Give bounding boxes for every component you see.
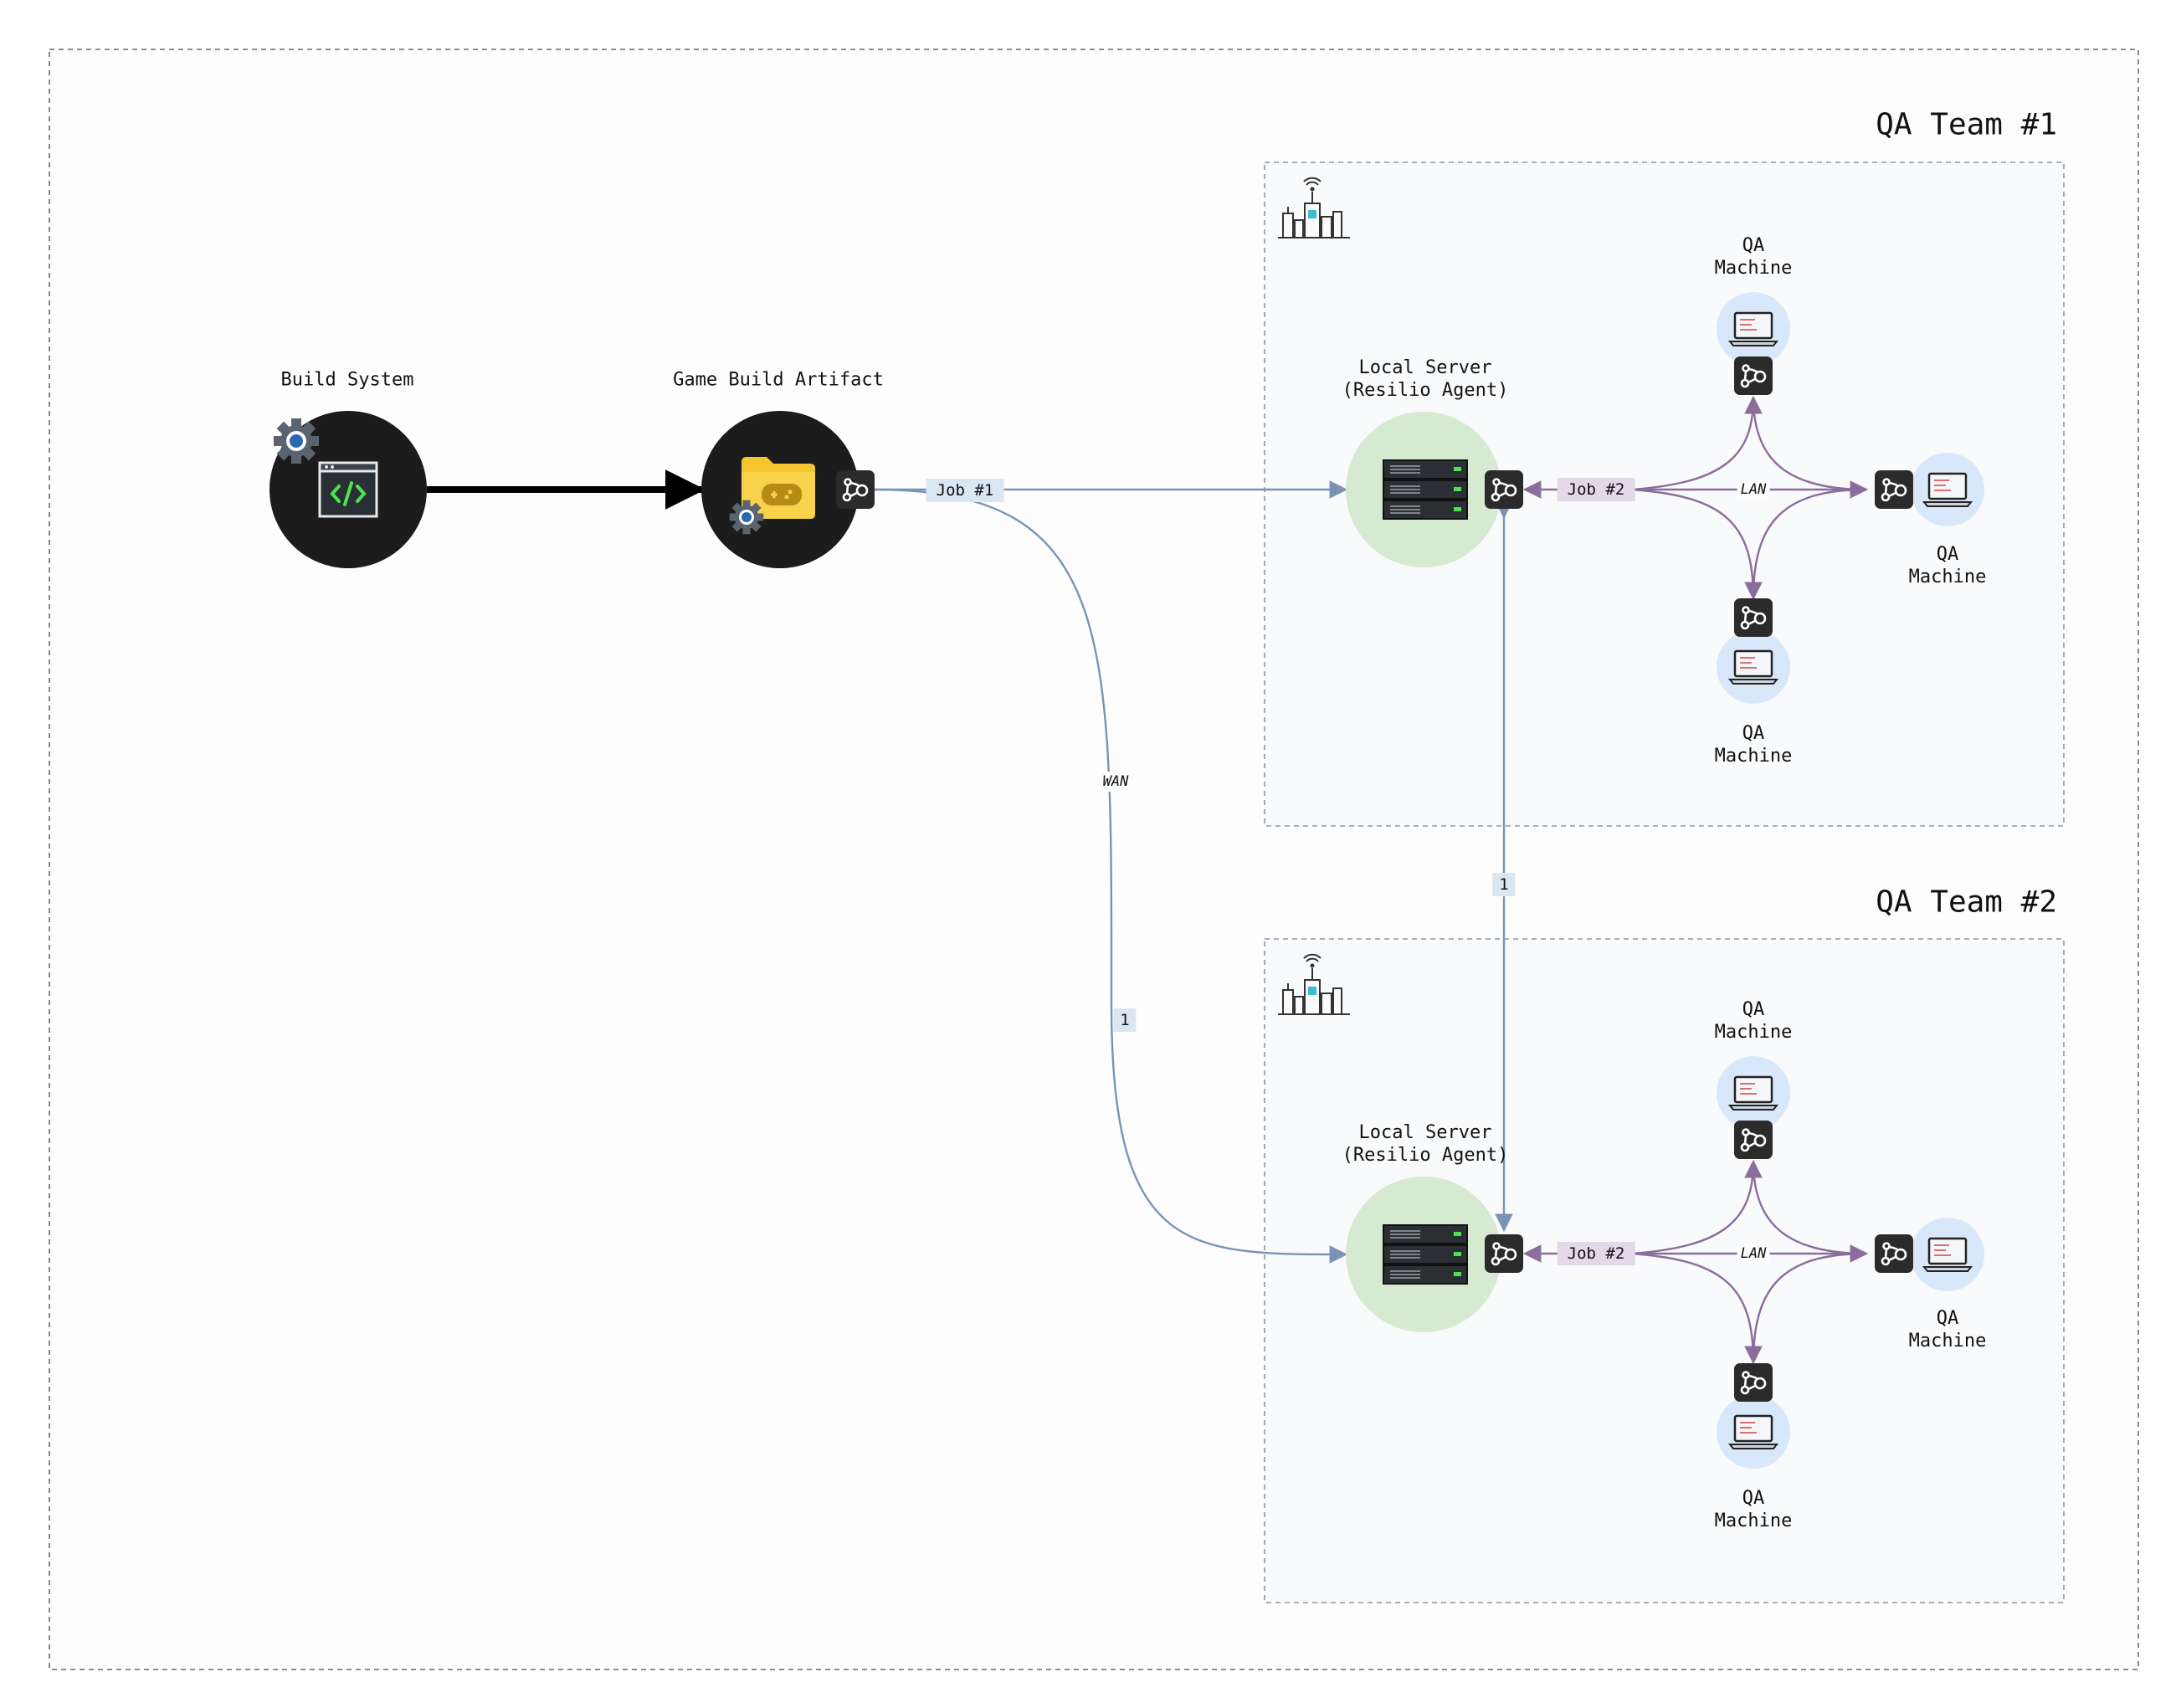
resilio-agent-icon[interactable] — [1485, 470, 1523, 512]
laptop-icon — [1727, 1413, 1779, 1454]
laptop-icon — [1727, 1075, 1779, 1115]
qa-machine-label: QA Machine — [1714, 235, 1793, 279]
server-icon — [1383, 459, 1468, 520]
team2-title: QA Team #2 — [1876, 885, 2057, 920]
city-icon — [1278, 953, 1350, 1015]
lan-label: LAN — [1737, 480, 1770, 500]
lan-edge — [1631, 488, 1763, 601]
gear-icon — [729, 500, 764, 535]
laptop-icon — [1727, 649, 1779, 689]
lan-edge — [1631, 1252, 1763, 1365]
server-icon — [1383, 1224, 1468, 1285]
team1-title: QA Team #1 — [1876, 107, 2057, 142]
wan-label: WAN — [1099, 772, 1132, 792]
resilio-agent-icon[interactable] — [1875, 1234, 1913, 1276]
lan-edge — [1631, 1159, 1763, 1255]
lan-edge — [1752, 1252, 1867, 1363]
lan-edge — [1752, 1161, 1867, 1255]
build-system-label: Build System — [280, 369, 414, 391]
wan-count-label: 1 — [1113, 1008, 1137, 1032]
lan-edge — [1752, 397, 1867, 491]
artifact-label: Game Build Artifact — [673, 369, 884, 391]
code-window-icon — [318, 461, 378, 518]
resilio-agent-icon[interactable] — [1485, 1234, 1523, 1276]
local-server-label: Local Server (Resilio Agent) — [1342, 1122, 1509, 1166]
link-count-label: 1 — [1492, 873, 1516, 896]
resilio-agent-icon[interactable] — [1875, 470, 1913, 512]
job2-label: Job #2 — [1557, 478, 1635, 501]
lan-label: LAN — [1737, 1244, 1770, 1264]
laptop-icon — [1922, 1236, 1973, 1276]
resilio-agent-icon[interactable] — [1734, 356, 1773, 398]
lan-edge — [1631, 395, 1763, 491]
qa-machine-label: QA Machine — [1714, 999, 1793, 1043]
resilio-agent-icon[interactable] — [1734, 1121, 1773, 1162]
laptop-icon — [1727, 310, 1779, 351]
resilio-agent-icon[interactable] — [1734, 1363, 1773, 1405]
wan-edge — [874, 488, 1348, 1264]
qa-machine-label: QA Machine — [1908, 544, 1987, 587]
qa-machine-label: QA Machine — [1714, 723, 1793, 767]
job1-label: Job #1 — [926, 479, 1004, 502]
qa-machine-label: QA Machine — [1908, 1308, 1987, 1352]
city-icon — [1278, 177, 1350, 239]
qa-machine-label: QA Machine — [1714, 1488, 1793, 1531]
job2-label: Job #2 — [1557, 1242, 1635, 1265]
lan-edge — [1752, 488, 1867, 599]
local-server-label: Local Server (Resilio Agent) — [1342, 357, 1509, 401]
laptop-icon — [1922, 471, 1973, 511]
resilio-agent-icon[interactable] — [1734, 598, 1773, 640]
resilio-agent-icon[interactable] — [836, 470, 875, 512]
gear-icon — [274, 418, 319, 464]
